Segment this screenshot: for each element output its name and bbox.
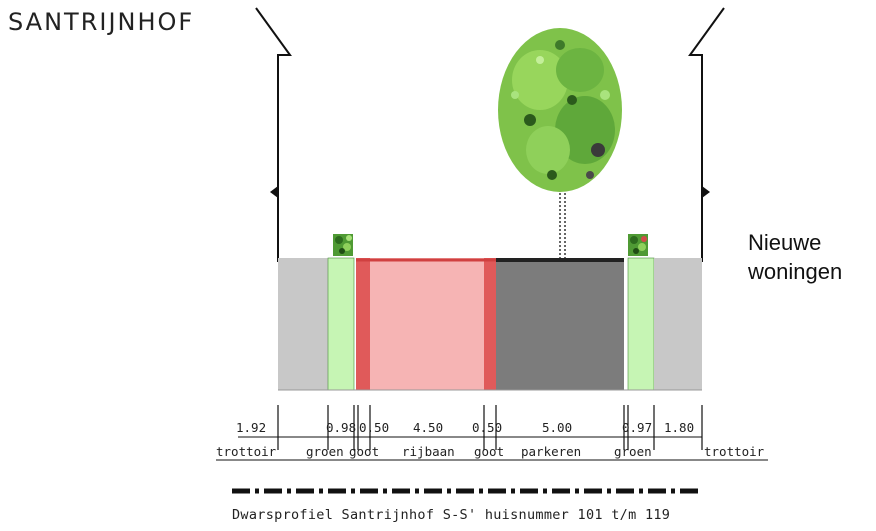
right-building-marker <box>702 186 710 198</box>
zone-roadway: rijbaan <box>402 444 455 459</box>
gutter-right <box>484 258 496 390</box>
side-label-line1: Nieuwe <box>748 230 822 255</box>
green-strip-right <box>627 257 655 391</box>
diagram-title: SANTRIJNHOF <box>8 8 195 36</box>
dim-gutter-left: 0.50 <box>359 420 389 435</box>
zone-parking: parkeren <box>521 444 581 459</box>
zone-gutter-left: goot <box>349 444 379 459</box>
sidewalk-right <box>654 258 702 390</box>
zone-gutter-right: goot <box>474 444 504 459</box>
diagram-caption: Dwarsprofiel Santrijnhof S-S' huisnummer… <box>232 507 671 523</box>
side-label-line2: woningen <box>748 259 843 284</box>
dimension-ticks <box>277 405 703 450</box>
green-strip-left <box>327 257 355 391</box>
left-building-marker <box>270 186 278 198</box>
dim-sidewalk-right: 1.80 <box>664 420 694 435</box>
dim-green-right: 0.97 <box>622 420 652 435</box>
zone-green-left: groen <box>306 444 344 459</box>
zone-sidewalk-left: trottoir <box>216 444 277 459</box>
zone-sidewalk-right: trottoir <box>704 444 765 459</box>
dim-parking: 5.00 <box>542 420 572 435</box>
dim-green-left: 0.98 <box>326 420 356 435</box>
roadway <box>370 258 484 390</box>
zone-green-right: groen <box>614 444 652 459</box>
side-label-new-housing: Nieuwe woningen <box>748 228 842 286</box>
tree <box>498 28 622 258</box>
sidewalk-left <box>278 258 328 390</box>
parking-lane <box>496 258 624 390</box>
shrub-left <box>333 234 353 256</box>
gutter-left <box>356 258 370 390</box>
shrub-right <box>628 234 648 256</box>
dim-gutter-right: 0.50 <box>472 420 502 435</box>
right-building-outline <box>688 7 725 262</box>
dim-sidewalk-left: 1.92 <box>236 420 266 435</box>
dim-roadway: 4.50 <box>413 420 443 435</box>
left-building-outline <box>255 7 292 262</box>
